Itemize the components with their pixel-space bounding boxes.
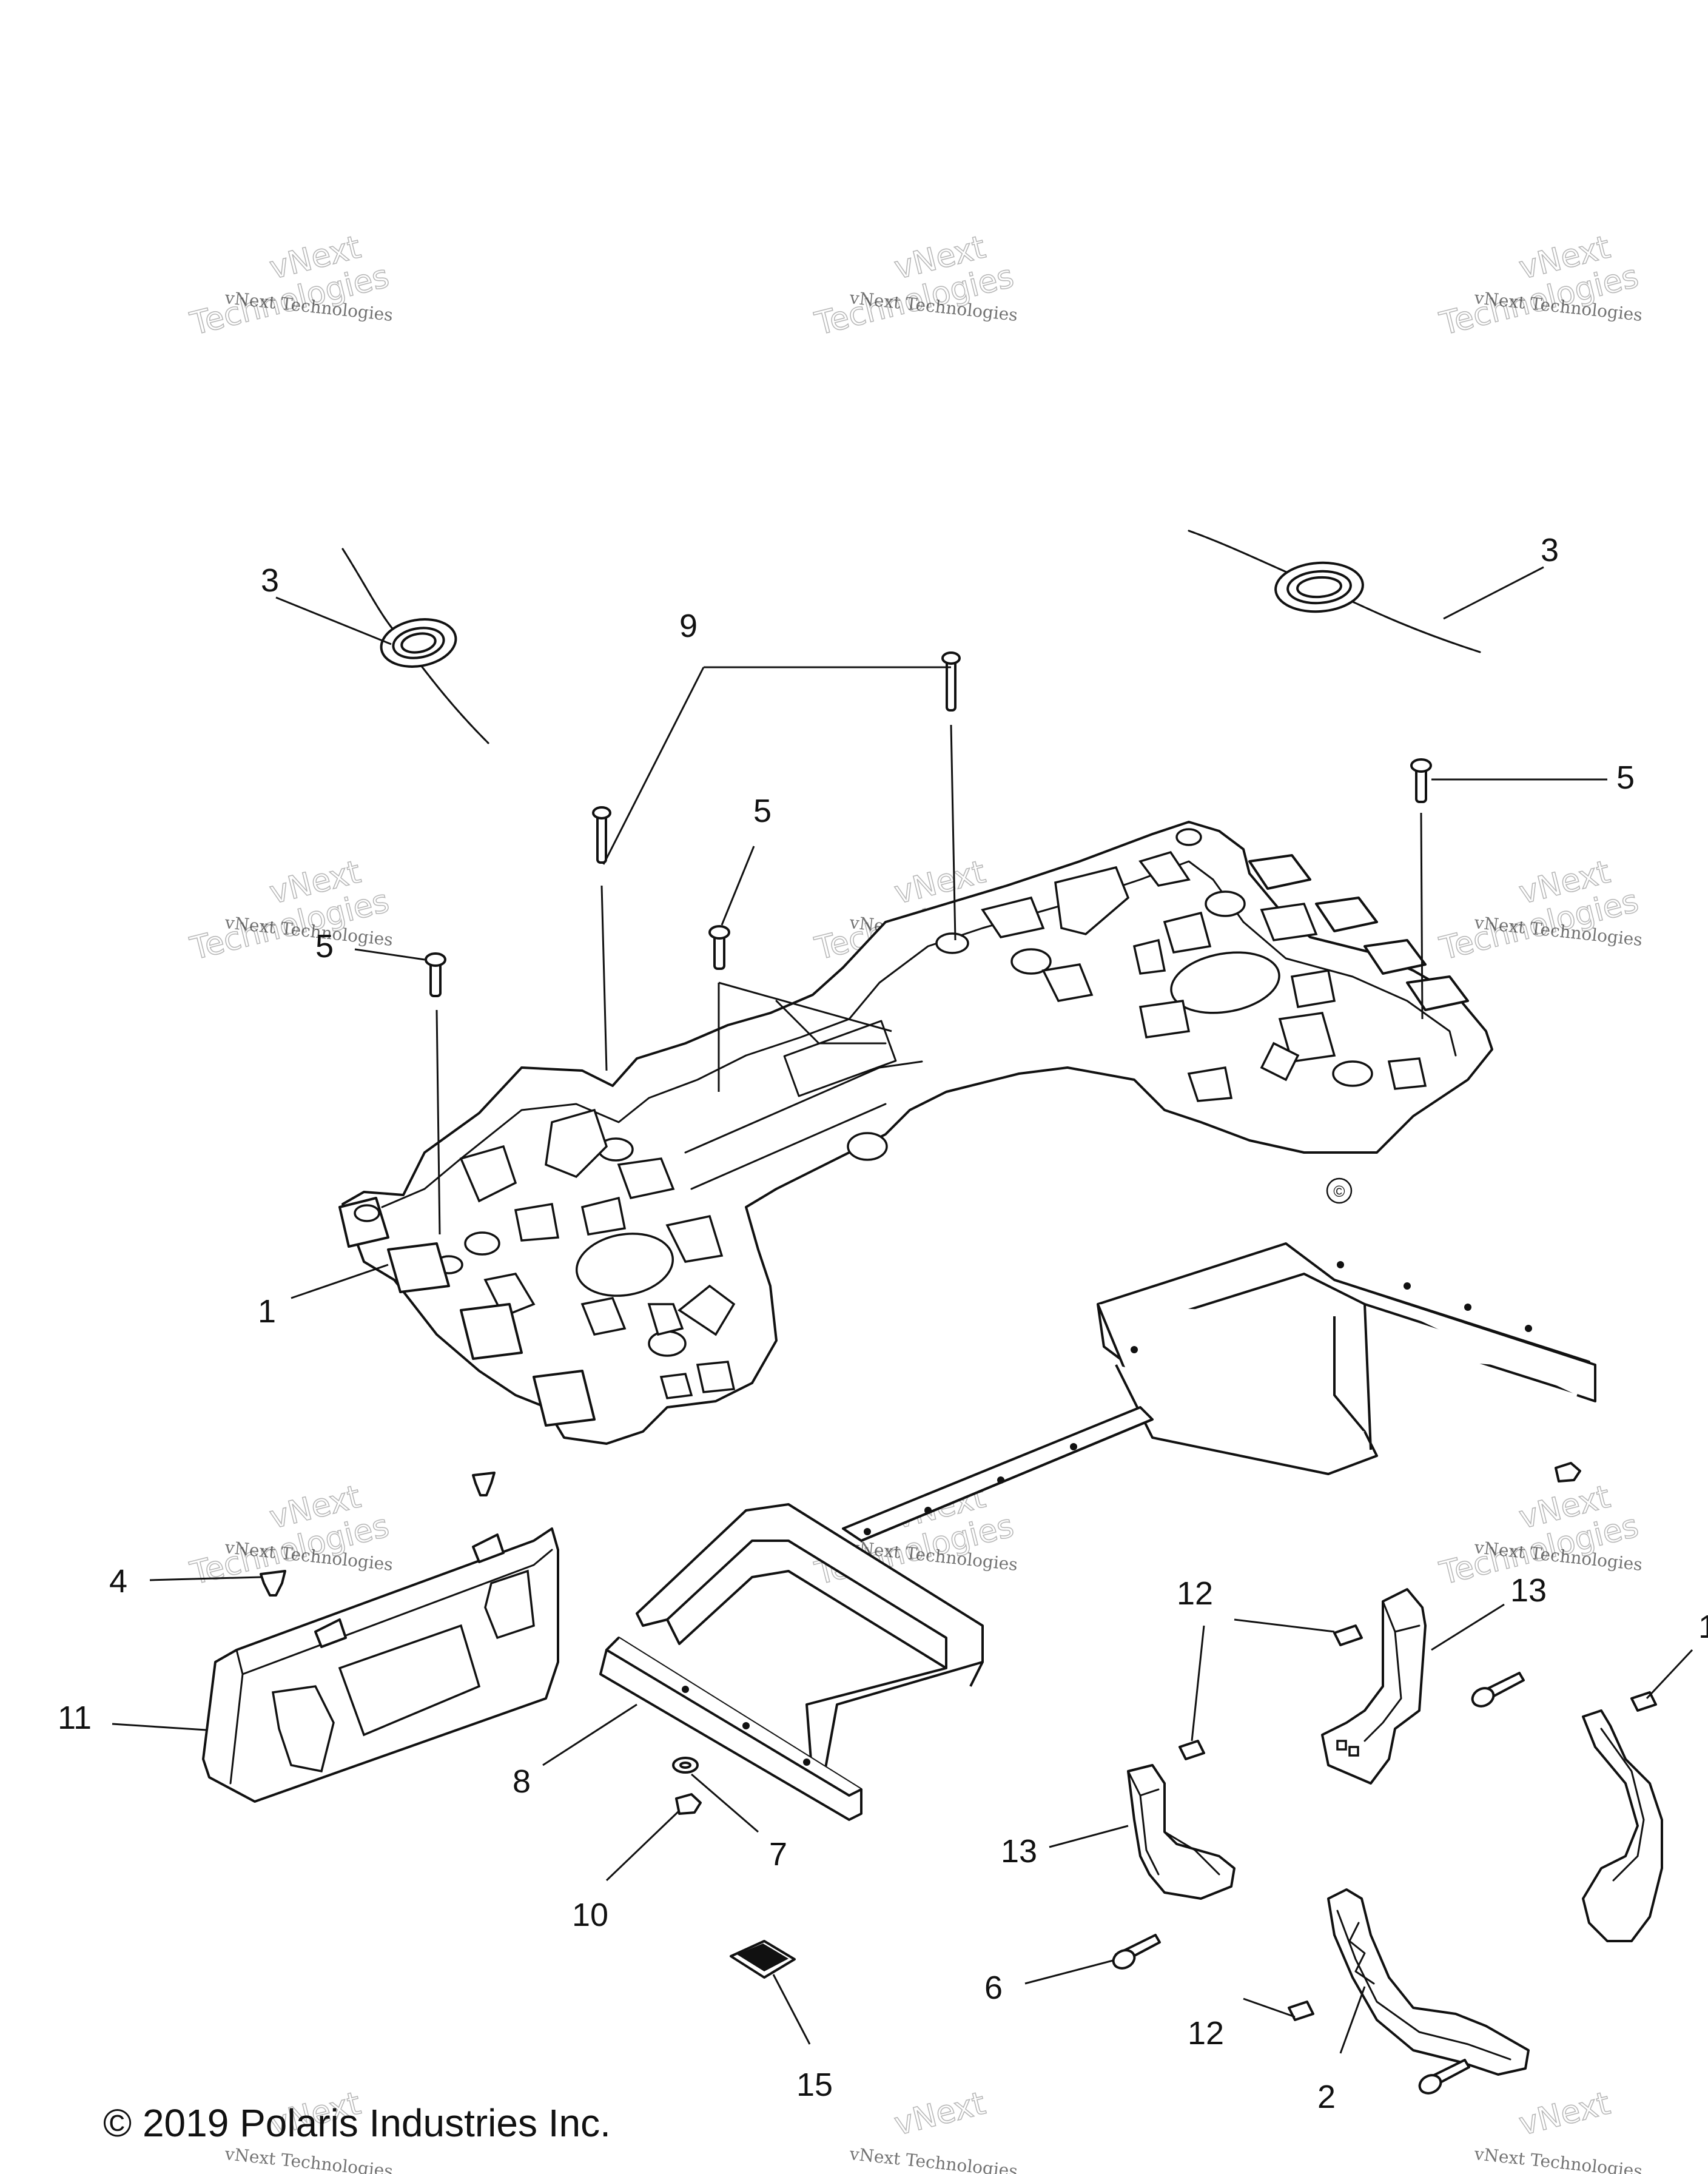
callout-12-upper: 12	[1177, 1575, 1213, 1612]
part-15-pad	[730, 1940, 796, 1979]
watermark: vNext Technologies vNext Technologies	[811, 229, 1018, 343]
callout-4: 4	[109, 1563, 127, 1600]
svg-text:vNext: vNext	[891, 2085, 989, 2143]
part-5-screw-left	[425, 952, 446, 997]
part-13-bracket-left	[1127, 1764, 1236, 1900]
callout-11: 11	[58, 1700, 92, 1736]
watermark: vNext Technologies vNext Technologies	[1436, 229, 1643, 343]
svg-text:vNext Technologies: vNext Technologies	[848, 2144, 1018, 2174]
watermark: vNext Technologies vNext Technologies	[1436, 853, 1643, 968]
callout-1: 1	[258, 1293, 276, 1330]
part-12-clip-mid	[1178, 1740, 1205, 1760]
part-6-bolt-2	[1471, 1672, 1525, 1708]
part-9-bolt-left	[592, 806, 611, 864]
part-3-grommet-right	[1188, 530, 1481, 653]
part-12-clip-right	[1630, 1691, 1657, 1712]
callout-5-right: 5	[1616, 759, 1635, 796]
callout-2: 2	[1317, 2079, 1336, 2115]
part-6-bolt	[1112, 1934, 1161, 1970]
watermark: vNext vNext Technologies	[1473, 2085, 1643, 2174]
svg-text:vNext Technologies: vNext Technologies	[1473, 2144, 1643, 2174]
callout-3-right: 3	[1541, 532, 1559, 568]
watermark: vNext Technologies vNext Technologies	[186, 1478, 394, 1593]
part-9-bolt-right	[941, 651, 961, 712]
watermark: vNext vNext Technologies	[848, 2085, 1018, 2174]
leader-lines	[112, 566, 1693, 2054]
copyright-stamp: ©	[1326, 1177, 1353, 1204]
svg-text:vNext Technologies: vNext Technologies	[223, 2144, 394, 2174]
callout-8: 8	[513, 1763, 531, 1800]
part-6-bolt-3	[1418, 2059, 1470, 2095]
callout-1-edge: 1	[1698, 1609, 1708, 1645]
part-12-clip-upper	[1333, 1624, 1363, 1646]
part-5-screw-right	[1410, 758, 1432, 803]
callout-13-lower: 13	[1001, 1833, 1037, 1869]
callout-5-middle: 5	[753, 793, 772, 829]
callout-7: 7	[769, 1836, 787, 1873]
part-8-support-frame	[599, 1242, 1596, 1821]
callout-15: 15	[796, 2067, 833, 2103]
part-2-arm-right	[1582, 1709, 1663, 1942]
part-10-nut-far	[1555, 1462, 1581, 1482]
part-12-clip-lower	[1288, 2001, 1314, 2021]
part-7-washer	[672, 1757, 699, 1774]
part-10-nut	[675, 1793, 702, 1815]
svg-text:©: ©	[1333, 1182, 1345, 1200]
callout-5-left: 5	[315, 928, 334, 964]
callout-3-left: 3	[261, 562, 279, 599]
part-13-bracket-right	[1321, 1588, 1427, 1785]
callout-10: 10	[572, 1897, 608, 1933]
callout-9: 9	[679, 608, 698, 644]
part-3-grommet-left	[341, 548, 489, 744]
part-4-push-rivet-2	[472, 1472, 496, 1496]
part-4-push-rivet	[260, 1570, 286, 1597]
callout-labels: 3 3 9 5 5 5 1 4 11 8 7 10 15 12 13 13 6 …	[58, 532, 1708, 2115]
watermark: vNext Technologies vNext Technologies	[186, 229, 394, 343]
copyright-notice: © 2019 Polaris Industries Inc.	[103, 2101, 611, 2145]
part-2-arm-lower	[1327, 1888, 1530, 2076]
part-1-rear-rack	[338, 821, 1493, 1445]
svg-text:vNext: vNext	[1516, 2085, 1614, 2143]
callout-6: 6	[984, 1970, 1003, 2006]
callout-13-upper: 13	[1510, 1572, 1547, 1609]
part-11-trim-panel	[202, 1527, 559, 1803]
part-5-screw-middle	[708, 925, 730, 970]
callout-12-lower: 12	[1188, 2015, 1224, 2051]
